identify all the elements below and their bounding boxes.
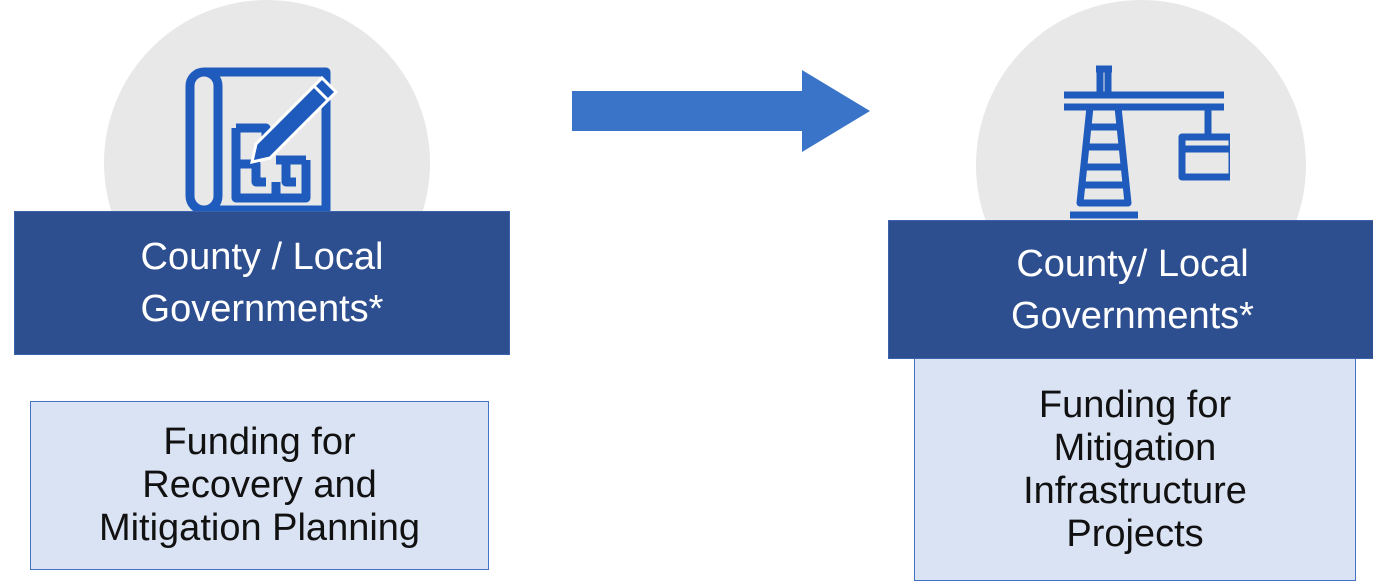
left-header-box: County / Local Governments* bbox=[14, 211, 510, 355]
right-header-line1: County/ Local bbox=[1016, 242, 1249, 285]
left-header-line1: County / Local bbox=[140, 236, 384, 278]
left-funding-line3: Mitigation Planning bbox=[98, 507, 421, 549]
right-header-box: County/ Local Governments* bbox=[888, 220, 1373, 359]
left-header-line2: Governments* bbox=[140, 288, 384, 330]
left-funding-line2: Recovery and bbox=[142, 464, 377, 506]
blueprint-pencil-icon bbox=[185, 67, 339, 215]
right-funding-line1: Funding for bbox=[1038, 383, 1232, 426]
right-funding-line3: Infrastructure bbox=[1023, 469, 1247, 512]
right-funding-box: Funding for Mitigation Infrastructure Pr… bbox=[914, 359, 1356, 581]
construction-crane-icon bbox=[1064, 65, 1230, 219]
left-funding-line1: Funding for bbox=[163, 421, 356, 463]
right-funding-line2: Mitigation bbox=[1053, 426, 1217, 469]
right-funding-line4: Projects bbox=[1066, 512, 1204, 555]
right-header-line2: Governments* bbox=[1011, 294, 1254, 337]
right-arrow-icon bbox=[572, 70, 870, 152]
left-funding-box: Funding for Recovery and Mitigation Plan… bbox=[30, 401, 489, 570]
